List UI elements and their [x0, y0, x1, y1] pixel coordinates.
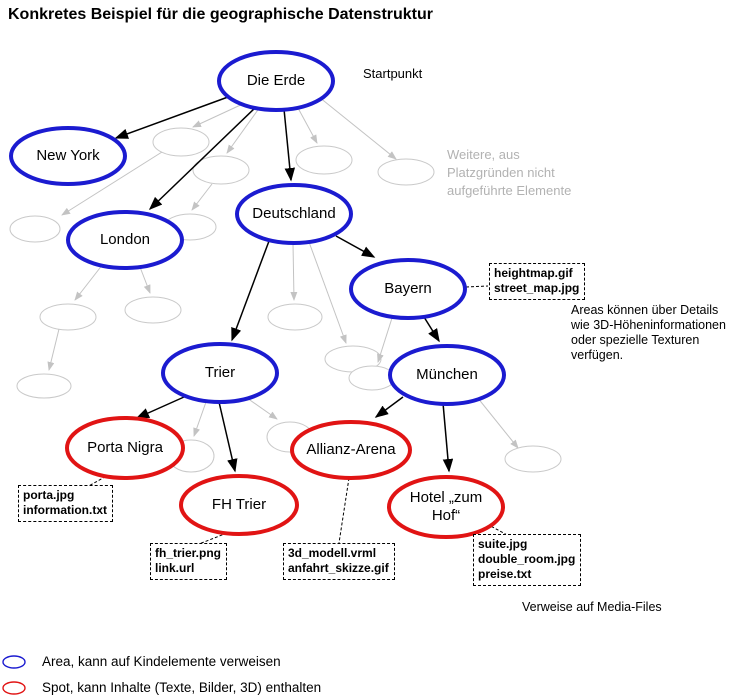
connector-allianz-files — [338, 477, 350, 544]
filebox-line: preise.txt — [478, 567, 532, 581]
placeholder-ellipse — [377, 158, 435, 186]
edge-bayern-muenchen — [423, 316, 440, 343]
connector-bayern-files — [465, 285, 489, 288]
filebox-line: street_map.jpg — [494, 281, 580, 295]
placeholder-ellipse — [267, 303, 323, 331]
node-label-bayern: Bayern — [384, 280, 432, 297]
annotation-areas-details: Areas können über Details wie 3D-Höhenin… — [571, 303, 726, 362]
node-label-trier: Trier — [204, 364, 236, 381]
annotation-startpunkt: Startpunkt — [363, 66, 423, 81]
gray-arrow — [191, 183, 213, 211]
node-bayern — [349, 258, 467, 320]
filebox-line: fh_trier.png — [155, 546, 222, 560]
placeholder-ellipse — [152, 127, 210, 157]
gray-arrow — [318, 96, 397, 160]
edge-erde-london — [148, 105, 258, 211]
gray-arrow — [192, 101, 248, 128]
legend-spot-label: Spot, kann Inhalte (Texte, Bilder, 3D) e… — [42, 680, 322, 695]
filebox-line: double_room.jpg — [478, 552, 576, 566]
filebox-line: information.txt — [23, 503, 107, 517]
filebox-allianz-arena: 3d_modell.vrml anfahrt_skizze.gif — [283, 543, 395, 580]
gray-arrow — [74, 263, 104, 301]
filebox-fh-trier: fh_trier.png link.url — [150, 543, 228, 580]
edge-erde-deutschland — [283, 108, 296, 182]
connector-porta-files — [86, 473, 111, 488]
edge-deutschland-trier — [231, 240, 270, 342]
gray-arrow — [377, 317, 393, 363]
node-new-york — [9, 126, 127, 186]
node-london — [66, 210, 184, 270]
annotation-media-files: Verweise auf Media-Files — [522, 600, 662, 614]
gray-arrow — [476, 396, 519, 449]
gray-arrow — [308, 241, 347, 344]
node-deutschland — [235, 183, 353, 245]
node-hotel-zum-hof — [387, 475, 505, 539]
node-label-die-erde: Die Erde — [246, 72, 306, 89]
node-muenchen — [388, 344, 506, 406]
node-label-porta-nigra: Porta Nigra — [87, 439, 163, 456]
legend-spot-ellipse — [2, 681, 26, 695]
node-die-erde — [217, 50, 335, 112]
node-label-muenchen: München — [416, 366, 478, 383]
gray-arrow — [47, 328, 60, 371]
node-label-hotel-zum-hof: Hotel „zum Hof“ — [409, 489, 483, 524]
node-label-new-york: New York — [36, 147, 100, 164]
placeholder-ellipse — [39, 303, 97, 331]
page-title: Konkretes Beispiel für die geographische… — [8, 6, 433, 23]
placeholder-ellipse — [192, 155, 250, 185]
gray-arrow — [246, 397, 278, 420]
node-label-allianz-arena: Allianz-Arena — [306, 441, 396, 458]
edge-muenchen-hotel — [442, 402, 454, 473]
placeholder-ellipse — [504, 445, 562, 473]
edge-muenchen-allianz — [374, 396, 404, 418]
placeholder-ellipse — [16, 373, 72, 399]
filebox-porta-nigra: porta.jpg information.txt — [18, 485, 113, 522]
legend-area-ellipse — [2, 655, 26, 669]
node-label-london: London — [99, 231, 151, 248]
edge-trier-portanigra — [135, 396, 185, 419]
node-label-deutschland: Deutschland — [252, 205, 336, 222]
edge-erde-newyork — [114, 96, 229, 139]
placeholder-ellipse — [348, 365, 396, 391]
filebox-bayern: heightmap.gif street_map.jpg — [489, 263, 586, 300]
gray-arrow — [297, 107, 318, 144]
node-fh-trier — [179, 474, 299, 536]
node-label-fh-trier: FH Trier — [211, 496, 267, 513]
gray-arrow — [61, 151, 163, 216]
gray-arrow — [226, 106, 261, 154]
gray-arrow — [290, 242, 298, 301]
placeholder-ellipse — [124, 296, 182, 324]
gray-arrow — [193, 401, 207, 437]
node-allianz-arena — [290, 420, 412, 480]
node-trier — [161, 342, 279, 404]
filebox-hotel: suite.jpg double_room.jpg preise.txt — [473, 534, 582, 586]
filebox-line: heightmap.gif — [494, 266, 573, 280]
filebox-line: 3d_modell.vrml — [288, 546, 377, 560]
filebox-line: link.url — [155, 561, 195, 575]
placeholder-ellipse — [295, 145, 353, 175]
node-porta-nigra — [65, 416, 185, 480]
annotation-weitere-elemente: Weitere, aus Platzgründen nicht aufgefüh… — [447, 147, 572, 198]
filebox-line: suite.jpg — [478, 537, 528, 551]
edge-deutschland-bayern — [335, 235, 376, 258]
filebox-line: porta.jpg — [23, 488, 75, 502]
legend-area-label: Area, kann auf Kindelemente verweisen — [42, 654, 281, 669]
gray-arrow — [139, 266, 151, 294]
filebox-line: anfahrt_skizze.gif — [288, 561, 389, 575]
edge-trier-fhtrier — [218, 401, 238, 473]
placeholder-ellipse — [9, 215, 61, 243]
